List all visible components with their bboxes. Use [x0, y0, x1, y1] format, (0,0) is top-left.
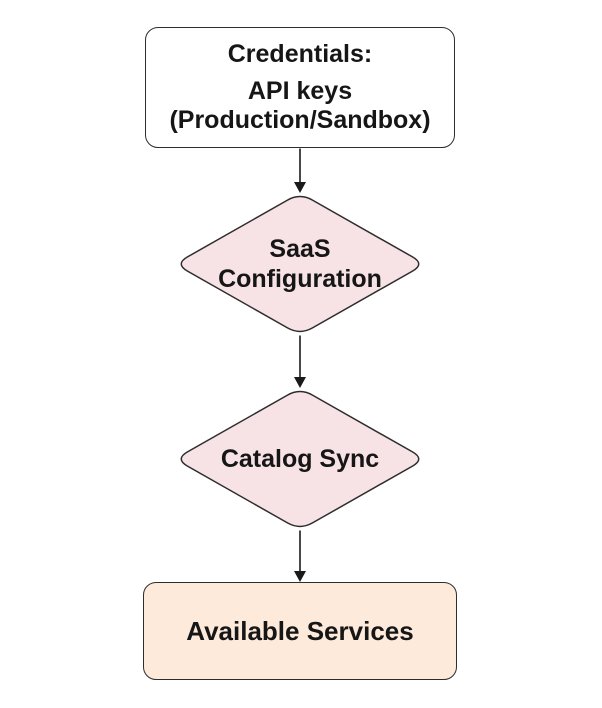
arrow-down-icon: [294, 571, 306, 582]
arrow-catalog-to-services: [294, 530, 306, 582]
arrow-saas-to-catalog: [294, 335, 306, 388]
credentials-node-subtitle: API keys (Production/Sandbox): [169, 77, 431, 134]
saas-configuration-node: SaaS Configuration: [200, 193, 400, 335]
available-services-node: Available Services: [143, 582, 457, 680]
catalog-sync-diamond-shape: [180, 390, 420, 528]
credentials-node-title: Credentials:: [227, 40, 373, 68]
credentials-node: Credentials: API keys (Production/Sandbo…: [145, 27, 455, 148]
arrow-down-icon: [294, 182, 306, 193]
saas-configuration-diamond-shape: [180, 195, 420, 333]
catalog-sync-node: Catalog Sync: [200, 388, 400, 530]
arrow-down-icon: [294, 377, 306, 388]
catalog-sync-label: Catalog Sync: [220, 445, 380, 473]
arrow-credentials-to-saas: [294, 148, 306, 193]
available-services-label: Available Services: [186, 615, 414, 646]
saas-configuration-label: SaaS Configuration: [218, 235, 382, 293]
